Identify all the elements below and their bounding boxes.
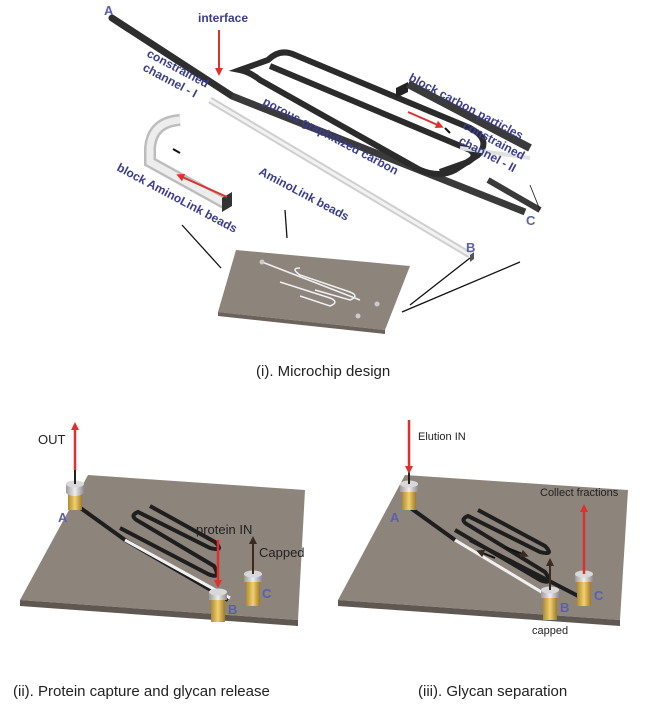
port-c-label: C — [594, 588, 604, 603]
chip-body — [20, 475, 305, 620]
port-a-post — [66, 470, 84, 510]
protein-in-label: protein IN — [196, 522, 252, 537]
chip-thumbnail — [218, 250, 410, 334]
caption-design: (i). Microchip design — [256, 363, 390, 380]
capped-label: Capped — [259, 545, 305, 560]
port-c-label: C — [526, 213, 536, 228]
port-b-label: B — [560, 600, 569, 615]
caption-capture: (ii). Protein capture and glycan release — [13, 683, 270, 700]
port-c-post — [575, 570, 593, 606]
block-aminolink-segment — [144, 114, 232, 212]
aminolink-channel — [208, 96, 474, 262]
capped-label: capped — [532, 625, 568, 637]
port-c-label: C — [262, 586, 272, 601]
flow-arrow — [407, 111, 444, 129]
interface-label: interface — [198, 11, 248, 25]
port-b-post — [541, 558, 559, 620]
port-c-post — [244, 536, 262, 606]
port-b-post — [209, 588, 227, 622]
port-a-label: A — [58, 510, 68, 525]
port-a-post — [400, 470, 418, 510]
collect-fractions-label: Collect fractions — [540, 487, 619, 499]
block-carbon-segment — [396, 80, 542, 213]
port-a-label: A — [390, 510, 400, 525]
panel-microchip-design: A B C interface constrained channel - I … — [104, 3, 542, 380]
flow-arrow — [176, 173, 228, 198]
caption-separation: (iii). Glycan separation — [418, 683, 567, 700]
elution-in-label: Elution IN — [418, 431, 466, 443]
port-b-label: B — [466, 240, 475, 255]
out-label: OUT — [38, 432, 66, 447]
port-b-label: B — [228, 602, 237, 617]
zoom-guides — [181, 184, 541, 313]
porous-carbon-label: porous graphitized carbon — [261, 94, 401, 177]
panel-glycan-separation: Elution IN Collect fractions capped A B … — [338, 420, 628, 700]
port-a-label: A — [104, 3, 114, 18]
panel-protein-capture: OUT protein IN Capped A B C (ii). Protei… — [13, 422, 305, 700]
